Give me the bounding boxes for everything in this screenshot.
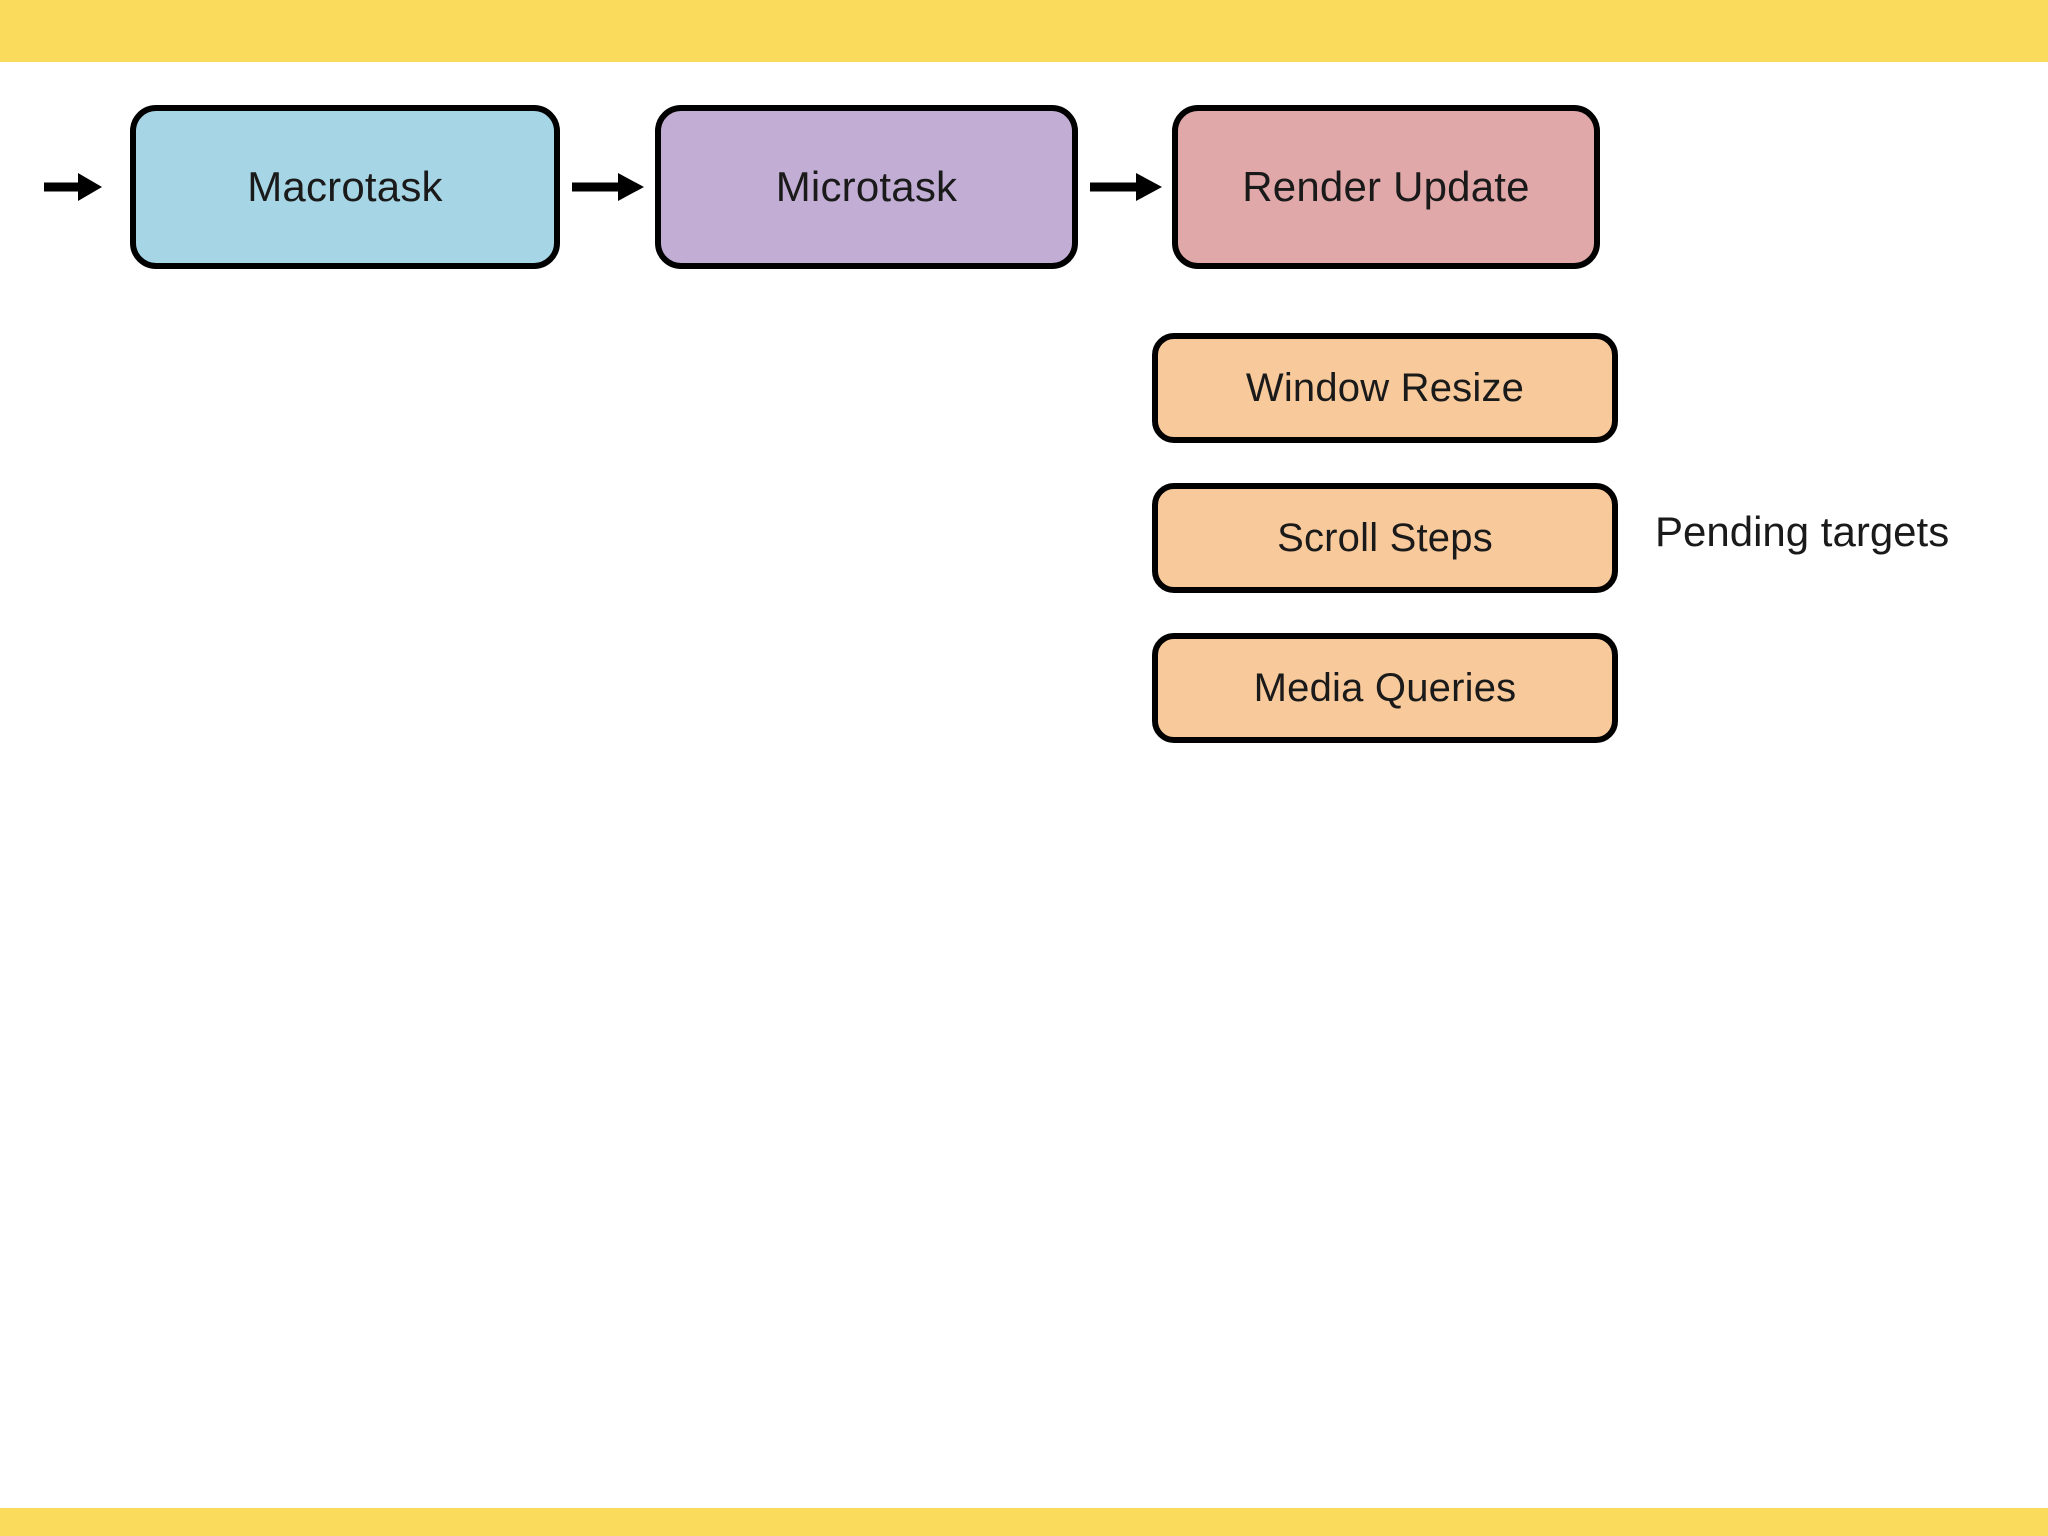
pending-targets-caption: Pending targets [1655,508,1950,555]
arrow-macrotask-to-microtask-icon [572,167,644,207]
node-window-resize[interactable]: Window Resize [1152,333,1618,443]
node-microtask-label: Microtask [775,162,958,210]
node-media-queries-label: Media Queries [1253,666,1517,710]
node-microtask[interactable]: Microtask [655,105,1078,269]
node-render-update[interactable]: Render Update [1172,105,1600,269]
node-macrotask[interactable]: Macrotask [130,105,560,269]
node-scroll-steps-label: Scroll Steps [1277,516,1493,560]
top-accent-band [0,0,2048,62]
bottom-accent-band [0,1508,2048,1536]
node-render-update-label: Render Update [1242,162,1530,210]
node-scroll-steps[interactable]: Scroll Steps [1152,483,1618,593]
arrow-entry-icon [44,167,102,207]
node-macrotask-label: Macrotask [247,162,443,210]
node-media-queries[interactable]: Media Queries [1152,633,1618,743]
node-window-resize-label: Window Resize [1245,366,1525,410]
arrow-microtask-to-render-update-icon [1090,167,1162,207]
